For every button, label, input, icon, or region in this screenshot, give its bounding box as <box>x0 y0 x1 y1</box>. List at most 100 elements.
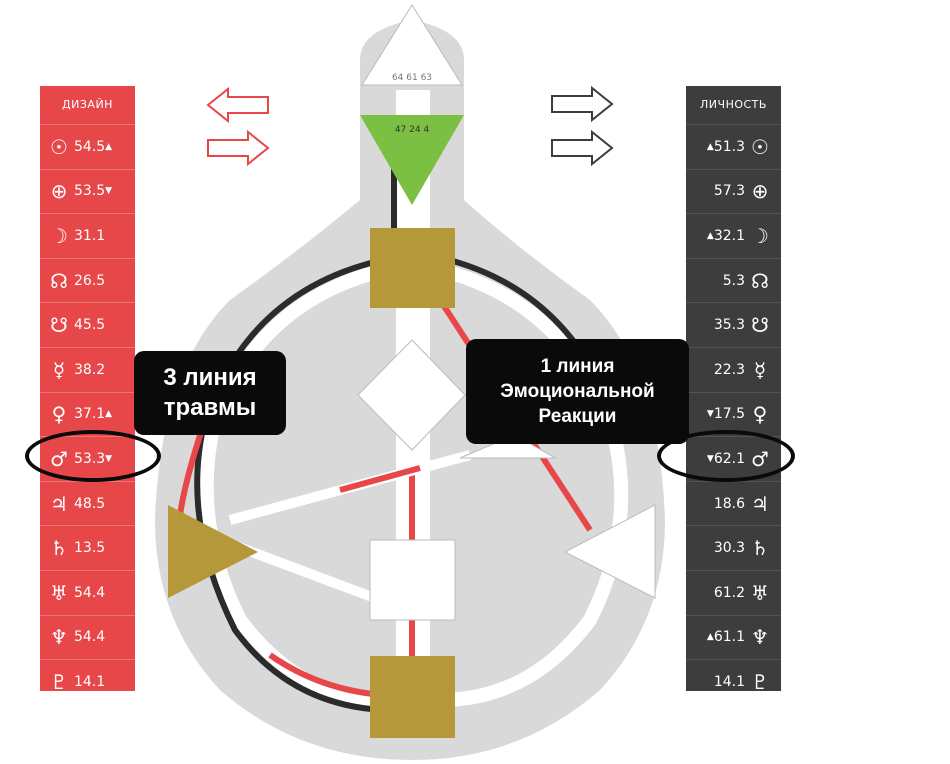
personality-row-arrow: ▼ <box>706 409 714 420</box>
outer-channel <box>199 263 387 707</box>
highlight-ellipse-personality-mars <box>657 430 795 482</box>
design-row: ♅ 54.4 <box>40 569 135 615</box>
personality-row-glyph-icon: ♀ <box>752 402 768 427</box>
design-column: ДИЗАЙН ☉54.5▲⊕53.5▼☽31.1☊26.5☋45.5☿38.2♀… <box>40 86 135 694</box>
ajna-center <box>360 115 464 205</box>
personality-row: ▲32.1 ☽ <box>686 213 781 258</box>
design-row-glyph-icon: ☿ <box>52 357 66 382</box>
personality-row: 5.3 ☊ <box>686 257 781 303</box>
annotation-emotional-line3: Реакции <box>538 406 617 427</box>
design-row: ☋ 45.5 <box>40 302 135 347</box>
design-row: ♃ 48.5 <box>40 480 135 526</box>
design-row: ♇ 14.1 <box>40 659 135 704</box>
design-row-value: 38.2 <box>74 361 106 378</box>
design-row-arrow: ▲ <box>105 141 113 152</box>
g-center <box>357 339 466 451</box>
design-row-arrow: ▲ <box>105 409 113 420</box>
personality-row-glyph-icon: ♄ <box>751 536 769 561</box>
design-row-glyph-icon: ☽ <box>50 223 68 248</box>
design-row: ⊕ 53.5▼ <box>40 168 135 214</box>
personality-row-value: 5.3 <box>722 272 745 289</box>
head-gates: 64 61 63 <box>392 73 432 83</box>
personality-row-glyph-icon: ♃ <box>751 491 769 516</box>
annotation-trauma-line2: травмы <box>163 394 257 421</box>
design-header: ДИЗАЙН <box>40 86 135 124</box>
personality-row-value: 30.3 <box>713 540 745 557</box>
spleen-center <box>168 505 258 598</box>
arrow-personality-top <box>551 85 614 123</box>
sacral-center <box>369 539 456 621</box>
personality-row: ▼17.5 ♀ <box>686 391 781 437</box>
design-row: ☽ 31.1 <box>40 213 135 258</box>
design-row: ♀37.1▲ <box>40 391 135 437</box>
design-row-glyph-icon: ♆ <box>50 625 68 650</box>
personality-row-value: 22.3 <box>713 361 745 378</box>
annotation-trauma: 3 линия травмы <box>134 351 286 435</box>
design-row: ☉ 54.5▲ <box>40 124 135 169</box>
annotation-emotional-line1: 1 линия <box>540 356 615 377</box>
channel-dark-left <box>194 257 384 713</box>
design-row-value: 53.5 <box>74 183 106 200</box>
design-row-glyph-icon: ☋ <box>50 313 68 338</box>
personality-rows: ▲51.3☉57.3⊕▲32.1☽5.3☊35.3☋22.3☿▼17.5♀▼62… <box>686 124 781 704</box>
design-row-glyph-icon: ♇ <box>50 669 68 694</box>
ego-center <box>459 434 557 459</box>
personality-row-glyph-icon: ☊ <box>751 268 769 293</box>
personality-row-glyph-icon: ☉ <box>751 134 769 159</box>
personality-row-glyph-icon: ☿ <box>753 357 767 382</box>
design-row-glyph-icon: ♅ <box>50 580 68 605</box>
personality-row-glyph-icon: ⊕ <box>751 179 769 204</box>
design-row-glyph-icon: ♃ <box>50 491 68 516</box>
channel-diag-red <box>339 465 421 493</box>
design-row: ☊ 26.5 <box>40 257 135 303</box>
design-row-value: 31.1 <box>74 227 106 244</box>
personality-row: 30.3 ♄ <box>686 525 781 570</box>
design-row-value: 54.5 <box>74 138 106 155</box>
personality-row-value: 51.3 <box>713 138 745 155</box>
personality-row-arrow: ▲ <box>706 141 714 152</box>
solar-center <box>563 504 656 599</box>
design-row-glyph-icon: ☉ <box>50 134 68 159</box>
design-row: ♄13.5 <box>40 525 135 570</box>
annotation-emotional-line2: Эмоциональной <box>500 381 655 402</box>
channel-red-bottom <box>268 652 384 698</box>
design-row-value: 26.5 <box>74 272 106 289</box>
personality-row: 18.6 ♃ <box>686 480 781 526</box>
design-row-glyph-icon: ⊕ <box>50 179 68 204</box>
personality-row-value: 14.1 <box>713 673 745 690</box>
personality-row-value: 57.3 <box>713 183 745 200</box>
personality-header: ЛИЧНОСТЬ <box>686 86 781 124</box>
outer-channel-right <box>438 263 629 707</box>
design-row-value: 37.1 <box>74 406 106 423</box>
design-row: ♆ 54.4 <box>40 614 135 660</box>
personality-row-glyph-icon: ♇ <box>751 669 769 694</box>
personality-column: ЛИЧНОСТЬ ▲51.3☉57.3⊕▲32.1☽5.3☊35.3☋22.3☿… <box>686 86 781 694</box>
personality-row-value: 18.6 <box>713 495 745 512</box>
design-row-value: 54.4 <box>74 584 106 601</box>
design-row-value: 14.1 <box>74 673 106 690</box>
personality-row: 22.3 ☿ <box>686 346 781 392</box>
personality-row: 35.3☋ <box>686 302 781 347</box>
personality-row-value: 32.1 <box>713 227 745 244</box>
personality-row-value: 61.1 <box>713 629 745 646</box>
personality-row: 14.1 ♇ <box>686 659 781 704</box>
personality-row-glyph-icon: ☽ <box>751 223 769 248</box>
personality-row-value: 17.5 <box>713 406 745 423</box>
throat-center <box>370 228 455 308</box>
annotation-trauma-line1: 3 линия <box>163 364 257 391</box>
arrow-personality-bottom <box>551 129 614 167</box>
design-row-arrow: ▼ <box>105 186 113 197</box>
root-center <box>370 656 455 738</box>
personality-row: ▲51.3 ☉ <box>686 124 781 169</box>
personality-row-arrow: ▲ <box>706 230 714 241</box>
design-row-glyph-icon: ☊ <box>50 268 68 293</box>
annotation-emotional: 1 линия Эмоциональной Реакции <box>466 339 689 444</box>
personality-row-arrow: ▲ <box>706 632 714 643</box>
ajna-gates: 47 24 4 <box>395 125 430 135</box>
personality-row-value: 61.2 <box>713 584 745 601</box>
design-row-value: 54.4 <box>74 629 106 646</box>
design-row-value: 45.5 <box>74 317 106 334</box>
design-row-value: 48.5 <box>74 495 106 512</box>
personality-row-glyph-icon: ☋ <box>751 313 769 338</box>
